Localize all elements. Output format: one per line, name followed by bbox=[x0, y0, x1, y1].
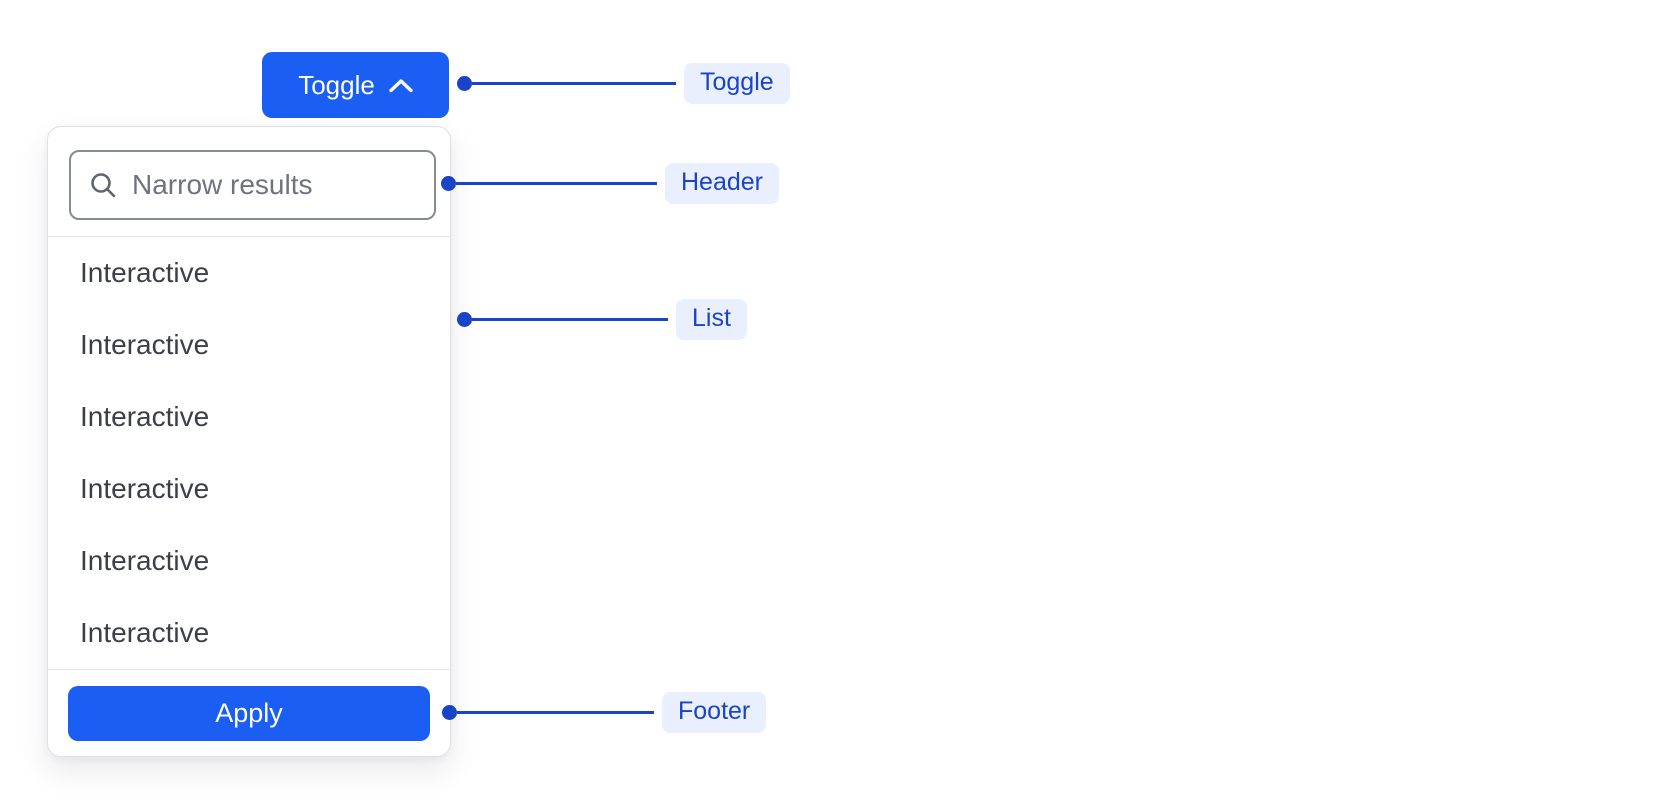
apply-button[interactable]: Apply bbox=[68, 686, 430, 741]
callout-dot bbox=[457, 76, 472, 91]
callout-footer: Footer bbox=[442, 692, 767, 733]
search-icon bbox=[89, 171, 117, 199]
callout-dot bbox=[441, 176, 456, 191]
list-item[interactable]: Interactive bbox=[80, 617, 210, 648]
search-box[interactable] bbox=[69, 150, 436, 220]
callout-dot bbox=[442, 705, 457, 720]
callout-line bbox=[472, 318, 668, 321]
search-input[interactable] bbox=[132, 169, 416, 201]
callout-line bbox=[472, 82, 676, 85]
callout-label-header: Header bbox=[665, 163, 779, 204]
chevron-up-icon bbox=[389, 78, 413, 93]
toggle-button[interactable]: Toggle bbox=[262, 52, 449, 118]
callout-label-toggle: Toggle bbox=[684, 63, 790, 104]
dropdown-list: Interactive Interactive Interactive Inte… bbox=[48, 237, 450, 669]
callout-label-list: List bbox=[676, 299, 747, 340]
toggle-button-label: Toggle bbox=[298, 69, 375, 100]
callout-line bbox=[457, 711, 654, 714]
callout-header: Header bbox=[441, 163, 779, 204]
callout-toggle: Toggle bbox=[457, 63, 790, 104]
callout-dot bbox=[457, 312, 472, 327]
callout-label-footer: Footer bbox=[662, 692, 767, 733]
list-item[interactable]: Interactive bbox=[80, 545, 210, 576]
header-divider bbox=[48, 236, 450, 237]
list-item[interactable]: Interactive bbox=[80, 401, 210, 432]
dropdown-footer: Apply bbox=[48, 670, 450, 756]
list-item[interactable]: Interactive bbox=[80, 257, 210, 288]
list-item[interactable]: Interactive bbox=[80, 473, 210, 504]
footer-divider bbox=[48, 669, 450, 670]
callout-list: List bbox=[457, 299, 747, 340]
dropdown-header bbox=[48, 127, 450, 236]
list-item[interactable]: Interactive bbox=[80, 329, 210, 360]
dropdown-panel: Interactive Interactive Interactive Inte… bbox=[47, 126, 451, 757]
callout-line bbox=[456, 182, 657, 185]
